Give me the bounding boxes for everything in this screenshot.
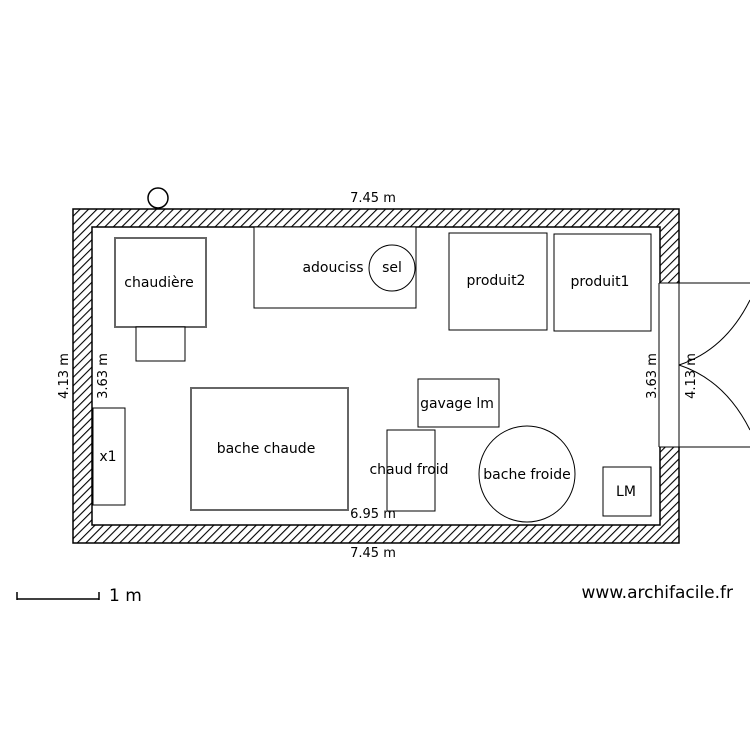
scale-label: 1 m xyxy=(109,586,142,606)
dim-right-outer: 4.13 m xyxy=(684,353,699,399)
label-bache-froide: bache froide xyxy=(483,467,570,483)
door-swing-bottom xyxy=(678,364,750,431)
label-produit2: produit2 xyxy=(467,273,526,289)
label-adoucisseur: adouciss xyxy=(302,260,363,276)
x1-box xyxy=(92,407,126,506)
label-lm: LM xyxy=(616,484,636,500)
label-chaudiere: chaudière xyxy=(124,275,193,291)
scale-bar xyxy=(16,592,100,600)
chaudiere-box xyxy=(114,237,207,328)
door-opening xyxy=(657,283,682,447)
label-chaud-froid: chaud froid xyxy=(369,462,448,478)
bache-chaude-box xyxy=(190,387,349,511)
gavage-box xyxy=(417,378,500,428)
label-sel: sel xyxy=(382,260,402,276)
dim-bottom-outer: 7.45 m xyxy=(350,546,396,561)
sel-circle xyxy=(368,244,416,292)
dim-left-inner: 3.63 m xyxy=(96,353,111,399)
dim-top-outer: 7.45 m xyxy=(350,191,396,206)
vent-circle xyxy=(147,187,169,209)
label-x1: x1 xyxy=(99,449,116,465)
dim-right-inner: 3.63 m xyxy=(645,353,660,399)
label-bache-chaude: bache chaude xyxy=(217,441,316,457)
chaud-froid-box xyxy=(386,429,436,512)
dim-bottom-inner: 6.95 m xyxy=(350,507,396,522)
chaudiere-base xyxy=(135,326,186,362)
door-swing-top xyxy=(678,299,750,366)
dim-left-outer: 4.13 m xyxy=(57,353,72,399)
label-produit1: produit1 xyxy=(571,274,630,290)
lm-box xyxy=(602,466,652,517)
bache-froide-circle xyxy=(478,425,576,523)
produit1-box xyxy=(553,233,652,332)
watermark: www.archifacile.fr xyxy=(582,583,733,603)
wall xyxy=(72,208,680,544)
label-gavage: gavage lm xyxy=(420,396,494,412)
produit2-box xyxy=(448,232,548,331)
